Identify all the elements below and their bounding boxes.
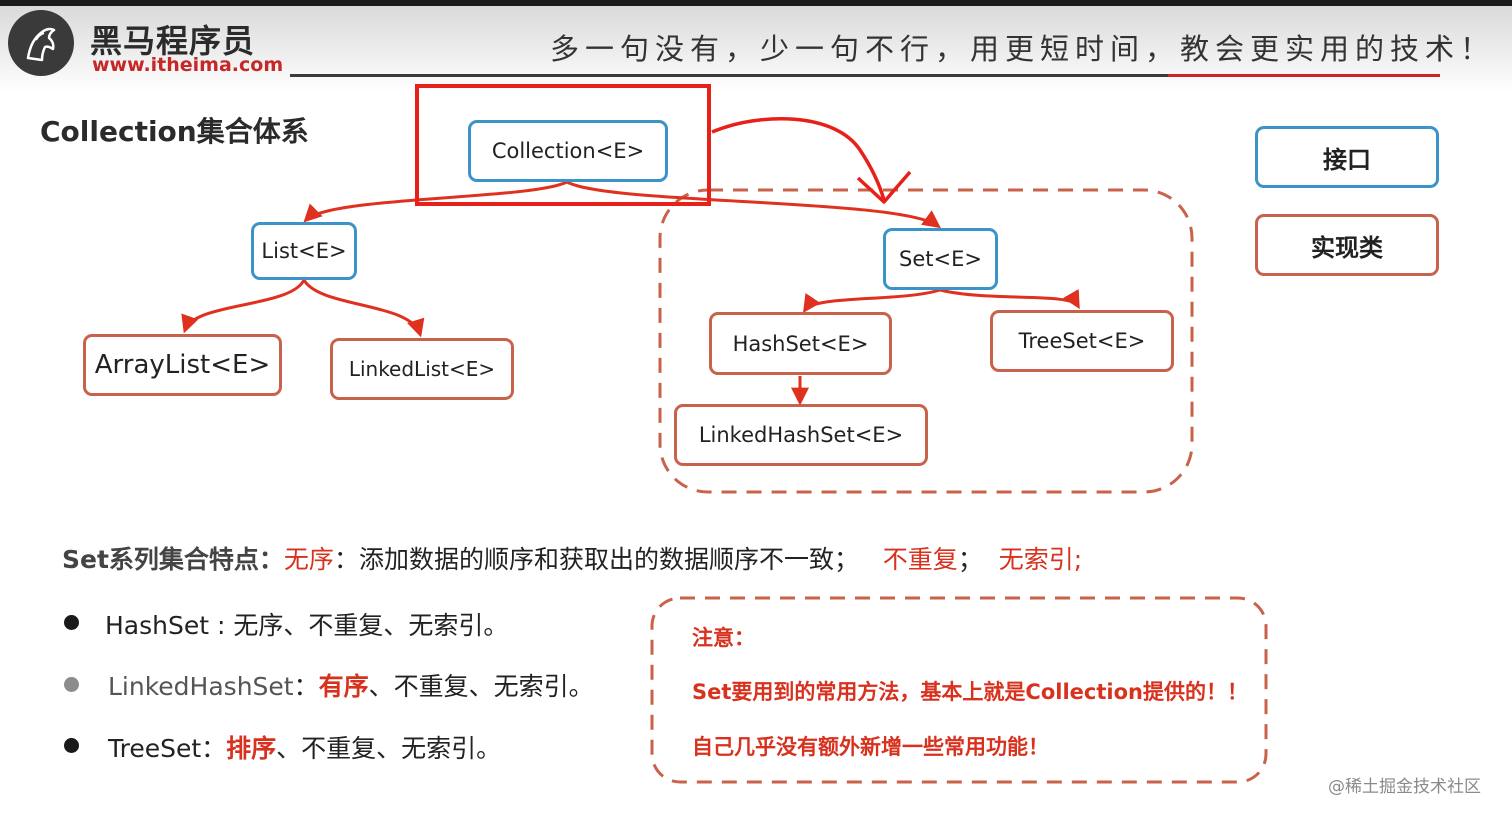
- feature-no-duplicate: 不重复: [882, 545, 958, 574]
- node-linkedlist: LinkedList<E>: [330, 338, 514, 400]
- horse-logo-icon: [26, 27, 56, 62]
- handdrawn-arrowhead: [856, 170, 912, 204]
- bullet-dot: [64, 738, 79, 753]
- bullet-desc: 无序、不重复、无索引。: [233, 611, 509, 640]
- brand-name: 黑马程序员: [90, 22, 256, 60]
- handdrawn-arrow-to-set-group: [711, 116, 886, 201]
- bullet-sep: :: [209, 611, 234, 640]
- feature-unordered-desc: ：添加数据的顺序和获取出的数据顺序不一致；: [333, 545, 859, 574]
- watermark: @稀土掘金技术社区: [1328, 777, 1481, 797]
- feature-no-index: 无索引;: [998, 545, 1083, 574]
- legend-interface: 接口: [1255, 126, 1439, 188]
- bullet-name: TreeSet: [108, 734, 202, 763]
- node-hashset: HashSet<E>: [709, 312, 892, 375]
- node-list: List<E>: [251, 222, 357, 280]
- note-line-2: 自己几乎没有额外新增一些常用功能！: [692, 735, 1049, 759]
- note-dashed-frame: [650, 596, 1268, 784]
- features-label: Set系列集合特点：: [62, 545, 284, 574]
- arrow-collection-to-list: [303, 180, 568, 223]
- arrow-collection-to-set: [566, 180, 941, 229]
- page-title: Collection集合体系: [40, 115, 309, 148]
- node-set: Set<E>: [883, 228, 998, 290]
- bullet-highlight-ordered: 有序: [318, 672, 369, 701]
- bullet-dot: [64, 677, 79, 692]
- header-rule: [290, 74, 1440, 77]
- header-background: [0, 6, 1512, 92]
- arrow-list-to-linkedlist: [302, 279, 425, 338]
- arrow-list-to-arraylist: [181, 279, 306, 334]
- collection-highlight-box: [415, 84, 711, 206]
- bullet-hashset: HashSet : 无序、不重复、无索引。: [105, 606, 508, 642]
- legend-impl: 实现类: [1255, 214, 1439, 276]
- feature-unordered: 无序: [283, 545, 334, 574]
- set-group-dashed-frame: [658, 188, 1194, 494]
- header-rule-accent: [1168, 74, 1440, 77]
- bullet-treeset: TreeSet：排序、不重复、无索引。: [108, 729, 501, 765]
- brand-logo: [8, 10, 74, 76]
- node-linkedhashset: LinkedHashSet<E>: [674, 404, 928, 466]
- feature-sep: ；: [957, 545, 983, 574]
- bullet-name: HashSet: [105, 611, 210, 640]
- node-arraylist: ArrayList<E>: [83, 334, 282, 396]
- arrow-set-to-treeset: [939, 288, 1080, 310]
- set-features-line: Set系列集合特点：无序：添加数据的顺序和获取出的数据顺序不一致； 不重复； 无…: [62, 540, 1082, 576]
- node-treeset: TreeSet<E>: [990, 310, 1174, 372]
- top-bar: [0, 0, 1512, 6]
- node-collection: Collection<E>: [468, 120, 668, 182]
- note-title: 注意：: [692, 626, 755, 650]
- bullet-desc: 、不重复、无索引。: [368, 672, 594, 701]
- bullet-sep: ：: [293, 672, 319, 701]
- slogan: 多一句没有，少一句不行，用更短时间，教会更实用的技术！: [550, 32, 1496, 66]
- bullet-name: LinkedHashSet: [108, 672, 294, 701]
- bullet-linkedhashset: LinkedHashSet：有序、不重复、无索引。: [108, 667, 594, 703]
- bullet-highlight-sorted: 排序: [226, 734, 277, 763]
- bullet-desc: 、不重复、无索引。: [276, 734, 502, 763]
- arrow-set-to-hashset: [802, 288, 941, 313]
- note-line-1: Set要用到的常用方法，基本上就是Collection提供的！！: [692, 680, 1248, 704]
- bullet-sep: ：: [201, 734, 227, 763]
- bullet-dot: [64, 615, 79, 630]
- brand-url: www.itheima.com: [92, 54, 284, 76]
